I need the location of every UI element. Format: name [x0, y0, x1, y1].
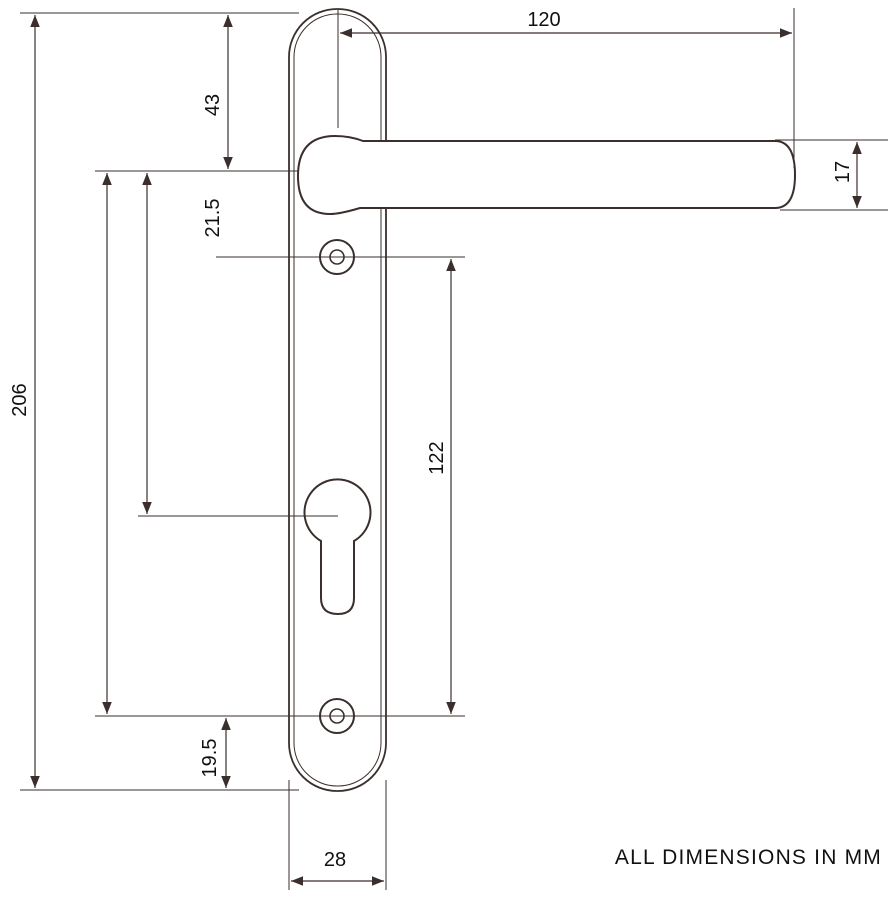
- dim-label-overall-height: 206: [9, 383, 31, 416]
- dim-label-handle-thickness: 17: [832, 161, 854, 183]
- cylinder-keyhole: [303, 478, 372, 616]
- dim-label-handle-to-screw: 21.5: [202, 199, 224, 238]
- dim-label-screw-to-screw: 122: [426, 441, 448, 474]
- dim-label-top-to-handle: 43: [202, 94, 224, 116]
- dimension-lines: [30, 14, 862, 886]
- dim-label-handle-length: 120: [527, 9, 560, 31]
- dim-label-plate-width: 28: [324, 849, 346, 871]
- extension-lines: [20, 8, 888, 890]
- units-note: ALL DIMENSIONS IN MM: [614, 846, 882, 869]
- dim-label-bottom-to-screw: 19.5: [199, 739, 221, 778]
- lever-handle: [296, 134, 797, 216]
